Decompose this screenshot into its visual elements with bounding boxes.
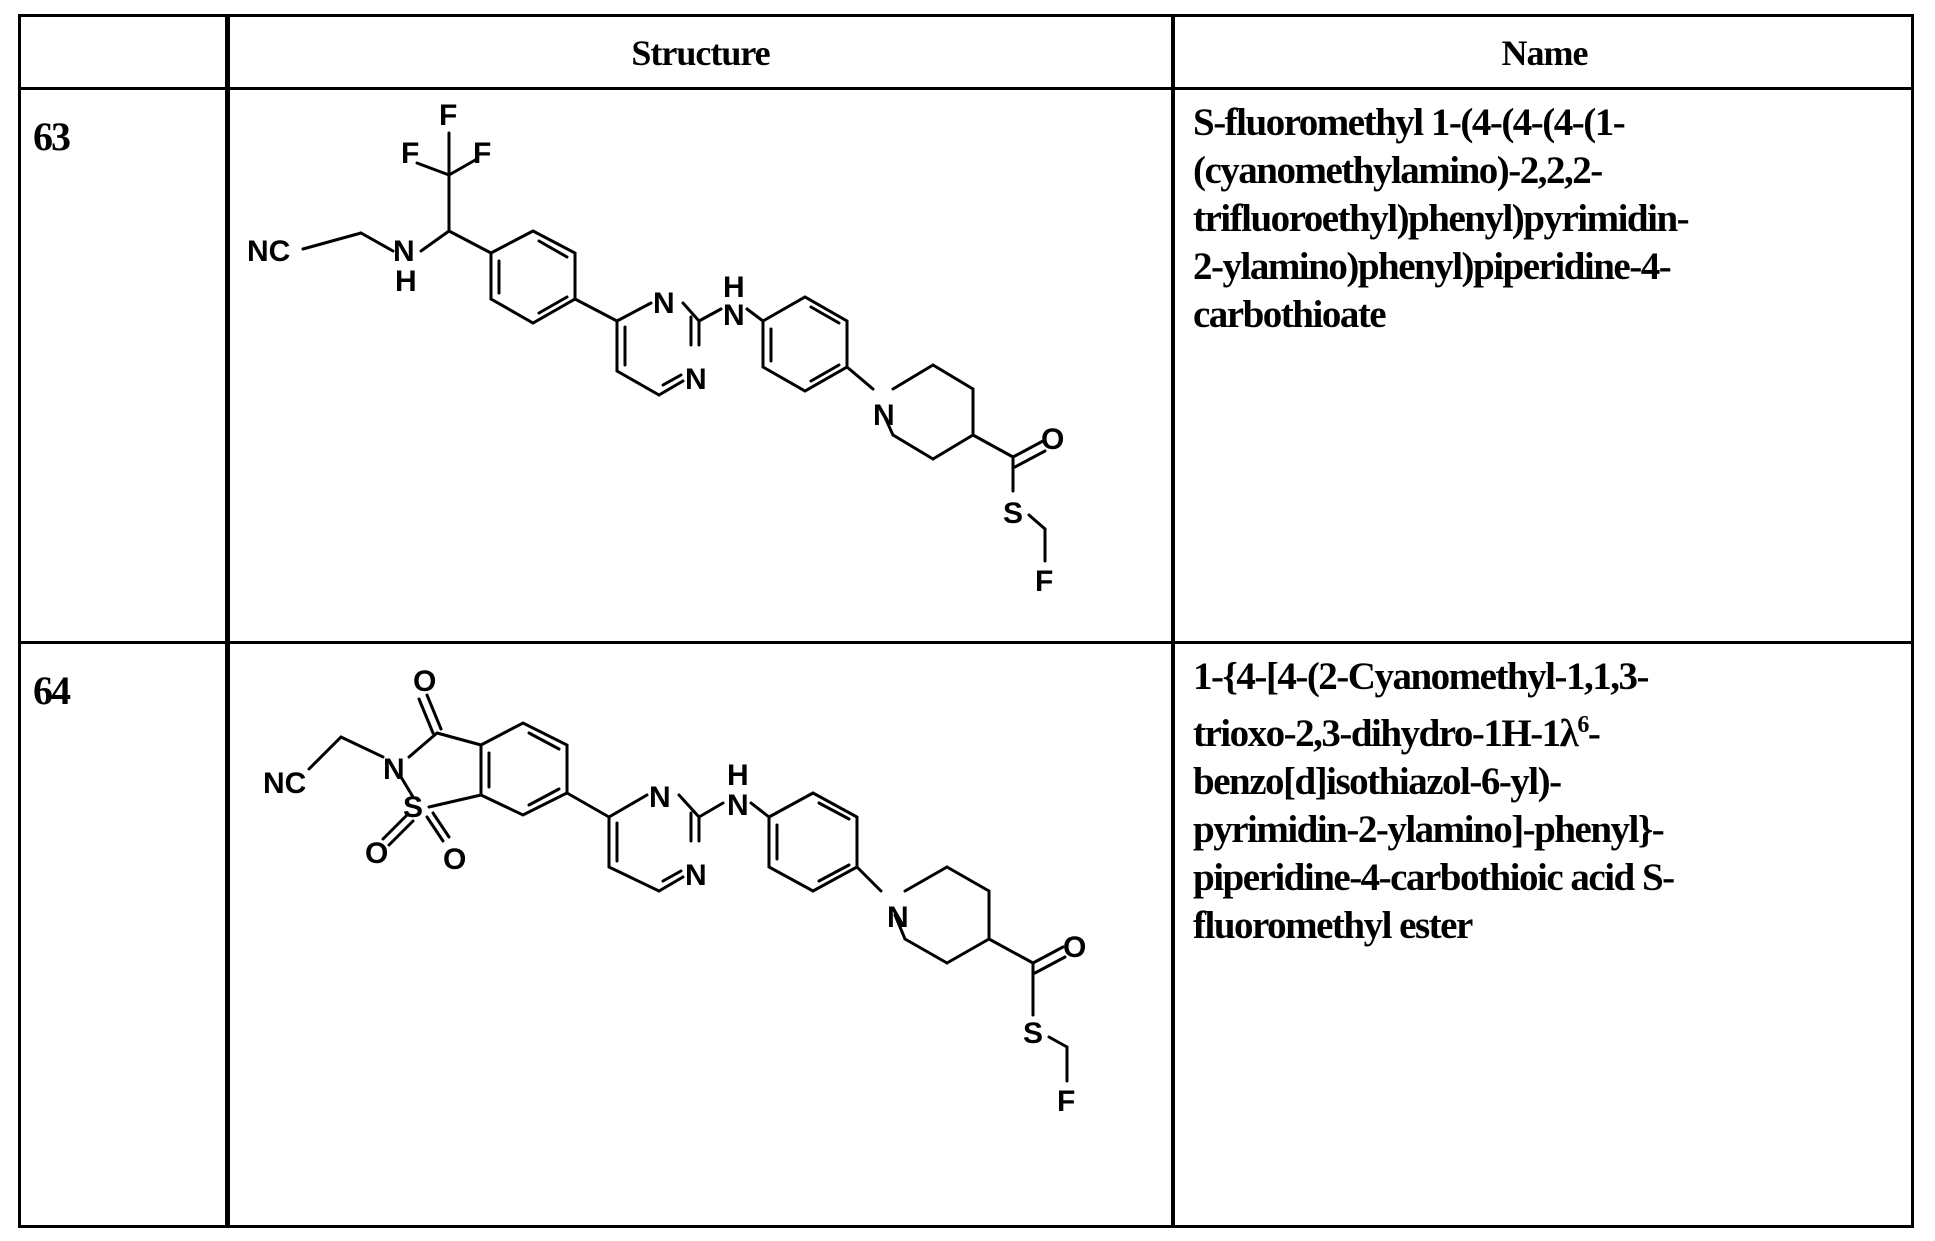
- atom-label: S: [1023, 1017, 1043, 1050]
- name-line: 1-{4-[4-(2-Cyanomethyl-1,1,3-: [1193, 653, 1674, 701]
- atom-label: F: [1057, 1085, 1075, 1118]
- atom-label: N: [393, 235, 415, 268]
- atom-label: H: [395, 265, 417, 298]
- compound-name: S-fluoromethyl 1-(4-(4-(4-(1- (cyanometh…: [1193, 99, 1688, 339]
- atom-label: NC: [247, 235, 290, 268]
- structure-diagram-64: O N S O O NC N N H N N O S F: [233, 645, 1169, 1225]
- name-line: (cyanomethylamino)-2,2,2-: [1193, 147, 1688, 195]
- atom-label: N: [727, 789, 749, 822]
- atom-label: N: [653, 287, 675, 320]
- name-line: carbothioate: [1193, 291, 1688, 339]
- atom-label: O: [365, 837, 388, 870]
- atom-label: O: [443, 843, 466, 876]
- atom-label: N: [873, 399, 895, 432]
- header-name: Name: [1175, 17, 1914, 89]
- compound-id: 63: [33, 113, 69, 160]
- atom-label: N: [685, 363, 707, 396]
- atom-label: N: [383, 753, 405, 786]
- name-line: pyrimidin-2-ylamino]-phenyl}-: [1193, 806, 1674, 854]
- atom-label: F: [1035, 565, 1053, 598]
- column-divider-1: [225, 17, 230, 1225]
- name-line: trioxo-2,3-dihydro-1H-1λ6-: [1193, 701, 1674, 758]
- atom-label: S: [403, 791, 423, 824]
- name-line: S-fluoromethyl 1-(4-(4-(4-(1-: [1193, 99, 1688, 147]
- atom-label: N: [723, 299, 745, 332]
- superscript: 6: [1577, 712, 1588, 738]
- atom-label: F: [439, 99, 457, 132]
- row-divider: [21, 641, 1911, 644]
- compound-id: 64: [33, 667, 69, 714]
- atom-label: F: [401, 137, 419, 170]
- name-line-text: trioxo-2,3-dihydro-1H-1λ: [1193, 712, 1577, 755]
- atom-label: S: [1003, 497, 1023, 530]
- atom-label: N: [649, 781, 671, 814]
- atom-label: N: [685, 859, 707, 892]
- name-line: piperidine-4-carbothioic acid S-: [1193, 854, 1674, 902]
- name-line: trifluoroethyl)phenyl)pyrimidin-: [1193, 195, 1688, 243]
- atom-label: O: [1041, 423, 1064, 456]
- atom-label: O: [413, 665, 436, 698]
- compound-table: Structure Name 63 S-fluoromethyl 1-(4-(4…: [18, 14, 1914, 1228]
- atom-label: O: [1063, 931, 1086, 964]
- name-line: benzo[d]isothiazol-6-yl)-: [1193, 758, 1674, 806]
- name-line: fluoromethyl ester: [1193, 902, 1674, 950]
- atom-label: F: [473, 137, 491, 170]
- compound-name: 1-{4-[4-(2-Cyanomethyl-1,1,3- trioxo-2,3…: [1193, 653, 1674, 950]
- name-line: 2-ylamino)phenyl)piperidine-4-: [1193, 243, 1688, 291]
- atom-label: H: [727, 759, 749, 792]
- atom-label: NC: [263, 767, 306, 800]
- atom-label: N: [887, 901, 909, 934]
- structure-diagram-63: F F F NC N H N N H N N O S F: [233, 91, 1169, 639]
- header-id: [21, 17, 225, 89]
- header-structure: Structure: [230, 17, 1171, 89]
- column-divider-2: [1171, 17, 1175, 1225]
